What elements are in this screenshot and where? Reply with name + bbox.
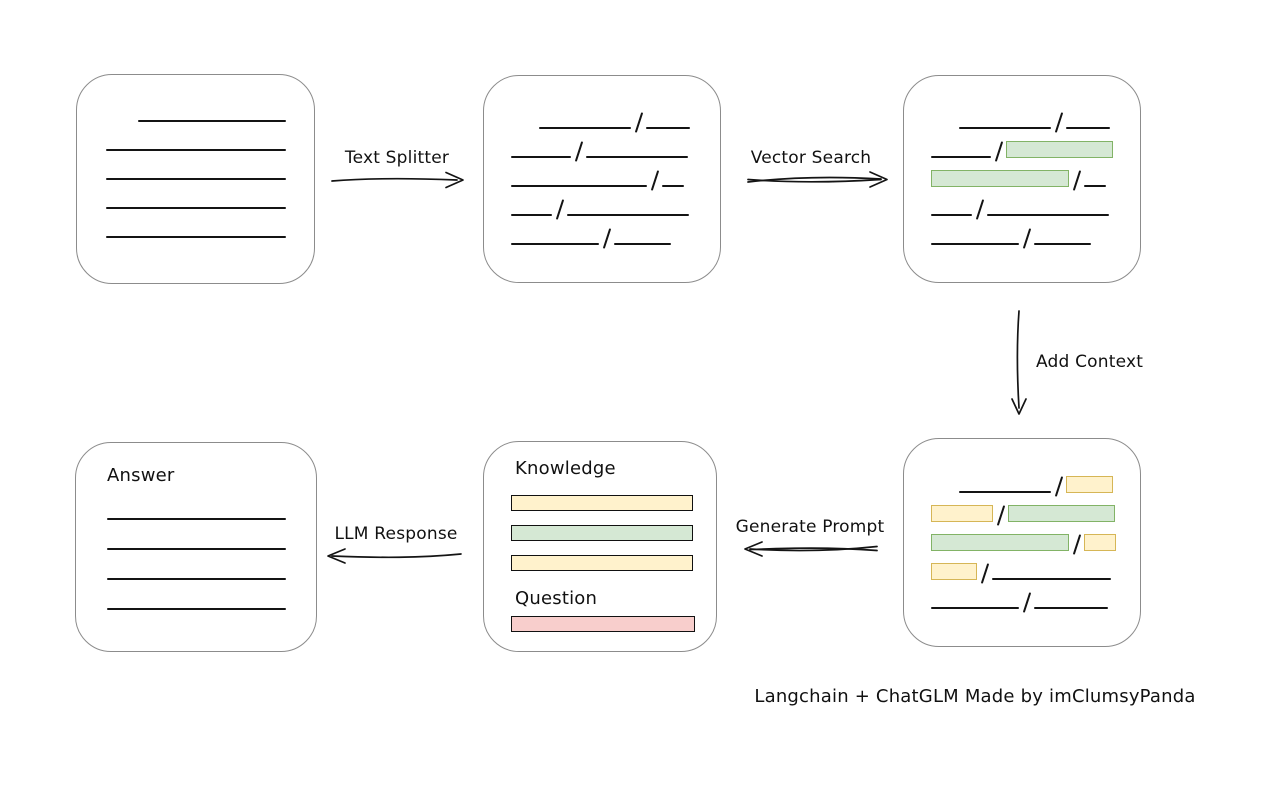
separator-slash (1072, 170, 1081, 191)
segment-line (646, 127, 690, 129)
segment-line (107, 548, 286, 550)
segment-line (1084, 185, 1106, 187)
segment-line (106, 149, 286, 151)
knowledge-bars (511, 495, 693, 585)
separator-slash (996, 505, 1005, 526)
segment-green (931, 170, 1069, 187)
segment-line (662, 185, 684, 187)
segment-line (106, 178, 286, 180)
separator-slash (634, 112, 643, 133)
segment-gap (106, 121, 138, 122)
segment-line (106, 236, 286, 238)
segment-gap (931, 492, 959, 493)
segment-line (614, 243, 671, 245)
segment-line (931, 607, 1019, 609)
segment-line (987, 214, 1109, 216)
segment-line (511, 243, 599, 245)
split-chunks-box (483, 75, 721, 283)
question-label: Question (515, 588, 598, 609)
segment-line (931, 214, 972, 216)
segment-line (511, 214, 552, 216)
vector-search-label: Vector Search (750, 148, 872, 168)
segment-green (1006, 141, 1113, 158)
yellow-bar (511, 495, 693, 511)
answer-label: Answer (107, 465, 175, 486)
segment-green (931, 534, 1069, 551)
segment-line (992, 578, 1111, 580)
separator-slash (555, 199, 564, 220)
segment-line (511, 156, 571, 158)
credit-caption: Langchain + ChatGLM Made by imClumsyPand… (754, 686, 1196, 707)
segment-yellow (931, 505, 993, 522)
context-chunk-lines (931, 439, 1116, 609)
text-splitter-arrow (331, 171, 464, 189)
vector-search-result-box (903, 75, 1141, 283)
segment-line (107, 518, 286, 520)
chunk-text-lines (511, 76, 695, 245)
segment-line (959, 491, 1051, 493)
separator-slash (994, 141, 1003, 162)
segment-line (1034, 607, 1108, 609)
answer-text-lines (107, 443, 286, 610)
yellow-bar (511, 555, 693, 571)
vector-result-lines (931, 76, 1115, 245)
knowledge-label: Knowledge (515, 458, 616, 479)
segment-line (107, 608, 286, 610)
segment-line (1034, 243, 1091, 245)
segment-line (959, 127, 1051, 129)
separator-slash (1054, 112, 1063, 133)
segment-line (106, 207, 286, 209)
generate-prompt-arrow (744, 541, 878, 557)
segment-line (931, 243, 1019, 245)
separator-slash (650, 170, 659, 191)
context-chunks-box (903, 438, 1141, 647)
red-bar (511, 616, 695, 632)
generate-prompt-label: Generate Prompt (735, 517, 885, 537)
segment-gap (931, 128, 959, 129)
segment-line (511, 185, 647, 187)
separator-slash (602, 228, 611, 249)
separator-slash (574, 141, 583, 162)
segment-line (539, 127, 631, 129)
segment-yellow (1066, 476, 1113, 493)
vector-search-arrow (747, 171, 888, 188)
separator-slash (975, 199, 984, 220)
segment-line (1066, 127, 1110, 129)
separator-slash (1022, 592, 1031, 613)
document-box (76, 74, 315, 284)
question-bar (511, 616, 695, 646)
llm-response-label: LLM Response (334, 524, 458, 544)
document-text-lines (106, 75, 286, 238)
add-context-arrow (1011, 310, 1027, 415)
separator-slash (1022, 228, 1031, 249)
segment-gap (511, 128, 539, 129)
segment-yellow (931, 563, 977, 580)
segment-line (107, 578, 286, 580)
separator-slash (1054, 476, 1063, 497)
prompt-box: Knowledge Question (483, 441, 717, 652)
answer-box: Answer (75, 442, 317, 652)
segment-line (931, 156, 991, 158)
segment-green (1008, 505, 1115, 522)
segment-line (567, 214, 689, 216)
segment-line (586, 156, 688, 158)
segment-line (138, 120, 286, 122)
segment-yellow (1084, 534, 1116, 551)
separator-slash (1072, 534, 1081, 555)
separator-slash (980, 563, 989, 584)
add-context-label: Add Context (1036, 352, 1144, 372)
green-bar (511, 525, 693, 541)
text-splitter-label: Text Splitter (344, 148, 450, 168)
llm-response-arrow (327, 548, 462, 564)
